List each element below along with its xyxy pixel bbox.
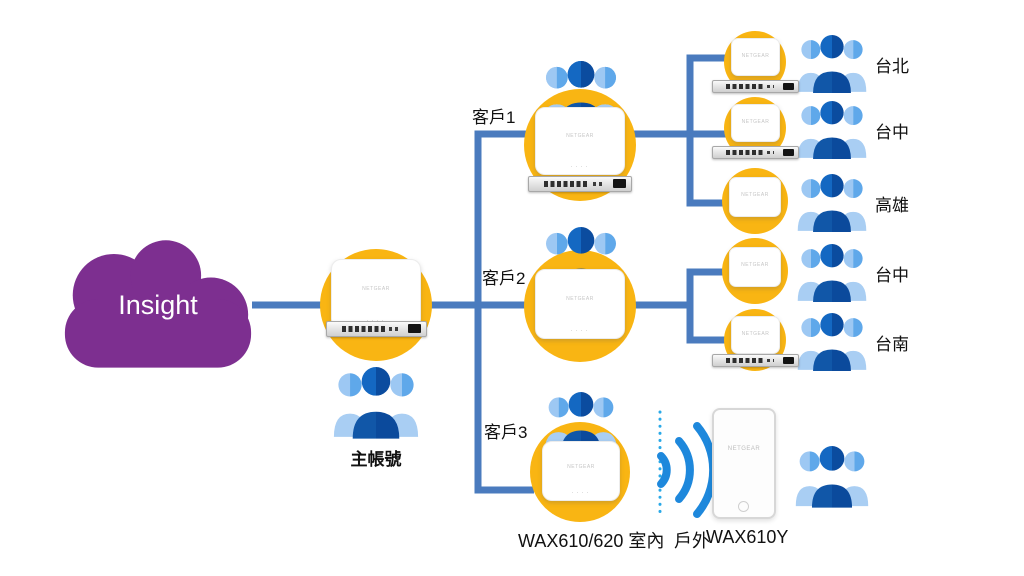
ap-brand-text: NETGEAR	[362, 285, 390, 292]
location-tainan-users-icon	[797, 313, 867, 372]
location-taichung1-label: 台中	[875, 123, 909, 142]
indoor-model-label: WAX610/620 室內	[518, 531, 665, 551]
outdoor-zone-label: 戶外	[674, 531, 710, 551]
ap-led-dots: ····	[571, 487, 591, 498]
main-account-ap-device: NETGEAR ····	[331, 259, 421, 329]
location-taichung2-label: 台中	[875, 266, 909, 285]
location-taipei-switch-device	[712, 80, 799, 93]
location-tainan-ap-device: NETGEAR	[731, 316, 780, 354]
customer1-label: 客戶1	[472, 108, 516, 127]
location-taichung1-switch-device	[712, 146, 799, 159]
customer2-branch-connector	[686, 268, 727, 344]
location-taichung2-ap-device: NETGEAR	[729, 247, 781, 287]
ap-led-dots: ····	[570, 160, 590, 171]
insight-cloud-icon	[64, 240, 252, 368]
outdoor-users-icon	[795, 446, 869, 508]
location-taichung2-users-icon	[797, 244, 867, 303]
customer2-label: 客戶2	[482, 269, 526, 288]
location-tainan-switch-device	[712, 354, 799, 367]
location-taichung1-ap-device: NETGEAR	[731, 104, 780, 142]
customer1-ap-device: NETGEAR ····	[535, 107, 625, 175]
customer1-switch-device	[528, 176, 632, 192]
location-taipei-users-icon	[797, 35, 867, 94]
ap-brand-text: NETGEAR	[566, 295, 594, 302]
ap-brand-text: NETGEAR	[567, 464, 595, 471]
location-kaohsiung-users-icon	[797, 174, 867, 233]
outdoor-model-label: WAX610Y	[706, 527, 789, 547]
outdoor-ap-device: NETGEAR	[712, 408, 776, 519]
customer3-label: 客戶3	[484, 423, 528, 442]
location-kaohsiung-label: 高雄	[875, 196, 909, 215]
main-account-label: 主帳號	[350, 450, 402, 469]
location-taichung1-users-icon	[797, 101, 867, 160]
location-taipei-label: 台北	[875, 57, 909, 76]
ap-brand-text: NETGEAR	[727, 446, 761, 453]
outdoor-ap-port	[738, 501, 749, 512]
customer3-ap-device: NETGEAR ····	[542, 441, 620, 501]
location-kaohsiung-ap-device: NETGEAR	[729, 177, 781, 217]
insight-cloud-label: Insight	[118, 290, 198, 320]
location-taipei-ap-device: NETGEAR	[731, 38, 780, 76]
customer2-ap-device: NETGEAR ····	[535, 269, 625, 339]
location-tainan-label: 台南	[875, 335, 909, 354]
ap-led-dots: ····	[570, 324, 590, 335]
ap-brand-text: NETGEAR	[566, 133, 594, 140]
main-account-switch-device	[326, 321, 427, 337]
main-account-users-icon	[333, 367, 419, 439]
wifi-signal-icon	[657, 422, 718, 518]
ap-led-dots: ····	[366, 314, 386, 325]
customer1-branch-connector	[686, 54, 727, 207]
